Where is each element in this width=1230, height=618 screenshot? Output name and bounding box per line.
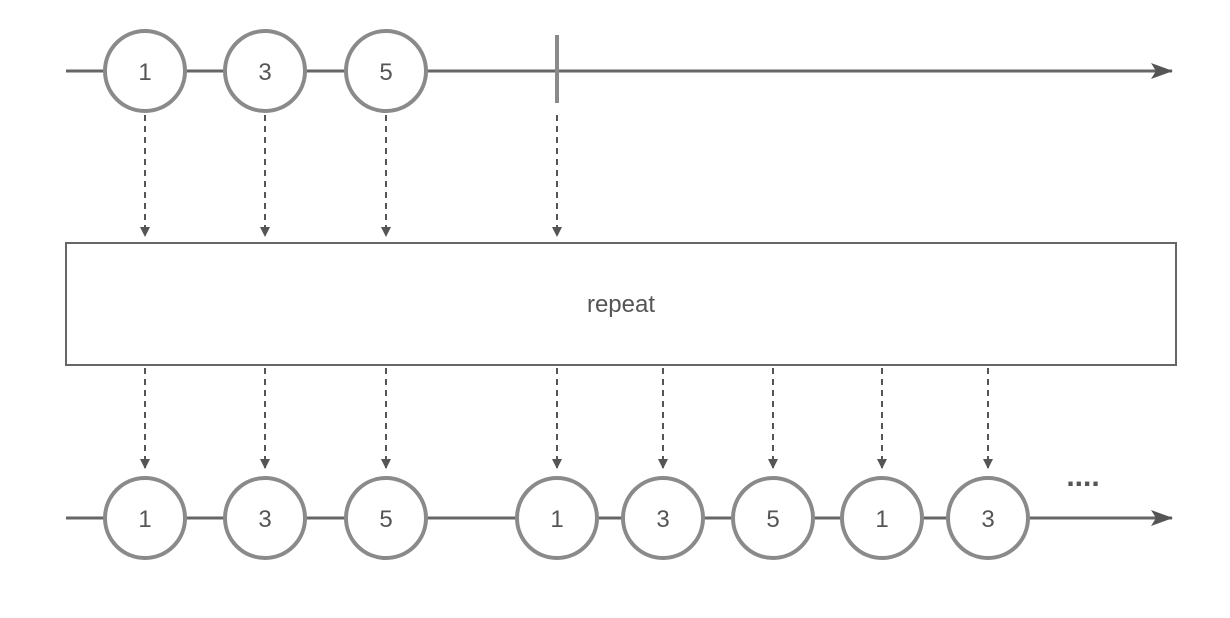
output-marble: 1	[515, 476, 599, 560]
source-timeline: 1 3 5	[66, 29, 1173, 113]
output-marble-label: 1	[550, 506, 563, 533]
output-marble: 1	[840, 476, 924, 560]
output-arrows	[140, 368, 993, 469]
output-marble: 3	[946, 476, 1030, 560]
output-marble-label: 1	[875, 506, 888, 533]
output-marble: 3	[621, 476, 705, 560]
output-marble-label: 5	[766, 506, 779, 533]
operator-rect	[65, 242, 1177, 366]
source-marble-label: 3	[258, 59, 271, 86]
output-timeline: 1 3 5 1 3 5 1 3 ....	[66, 460, 1173, 560]
input-arrows	[140, 115, 562, 237]
operator-box: repeat	[65, 242, 1177, 366]
source-marble-label: 5	[379, 59, 392, 86]
output-marble-circle	[103, 476, 187, 560]
output-marble-circle	[840, 476, 924, 560]
output-marble: 5	[731, 476, 815, 560]
source-marble-circle	[103, 29, 187, 113]
output-marble-circle	[946, 476, 1030, 560]
source-marble: 5	[344, 29, 428, 113]
source-marble: 1	[103, 29, 187, 113]
source-marble: 3	[223, 29, 307, 113]
output-marble: 3	[223, 476, 307, 560]
output-marble-circle	[344, 476, 428, 560]
output-marble-circle	[621, 476, 705, 560]
source-marble-label: 1	[138, 59, 151, 86]
output-marble: 5	[344, 476, 428, 560]
source-marble-circle	[223, 29, 307, 113]
output-marble-label: 3	[258, 506, 271, 533]
output-marble-label: 1	[138, 506, 151, 533]
output-marble-label: 5	[379, 506, 392, 533]
output-marble: 1	[103, 476, 187, 560]
output-marbles: 1 3 5 1 3 5 1 3	[103, 476, 1030, 560]
output-marble-circle	[731, 476, 815, 560]
operator-label: repeat	[587, 291, 655, 318]
output-marble-label: 3	[656, 506, 669, 533]
continuation-dots: ....	[1066, 460, 1099, 493]
output-marble-circle	[515, 476, 599, 560]
output-marble-circle	[223, 476, 307, 560]
output-marble-label: 3	[981, 506, 994, 533]
source-marble-circle	[344, 29, 428, 113]
source-marbles: 1 3 5	[103, 29, 428, 113]
